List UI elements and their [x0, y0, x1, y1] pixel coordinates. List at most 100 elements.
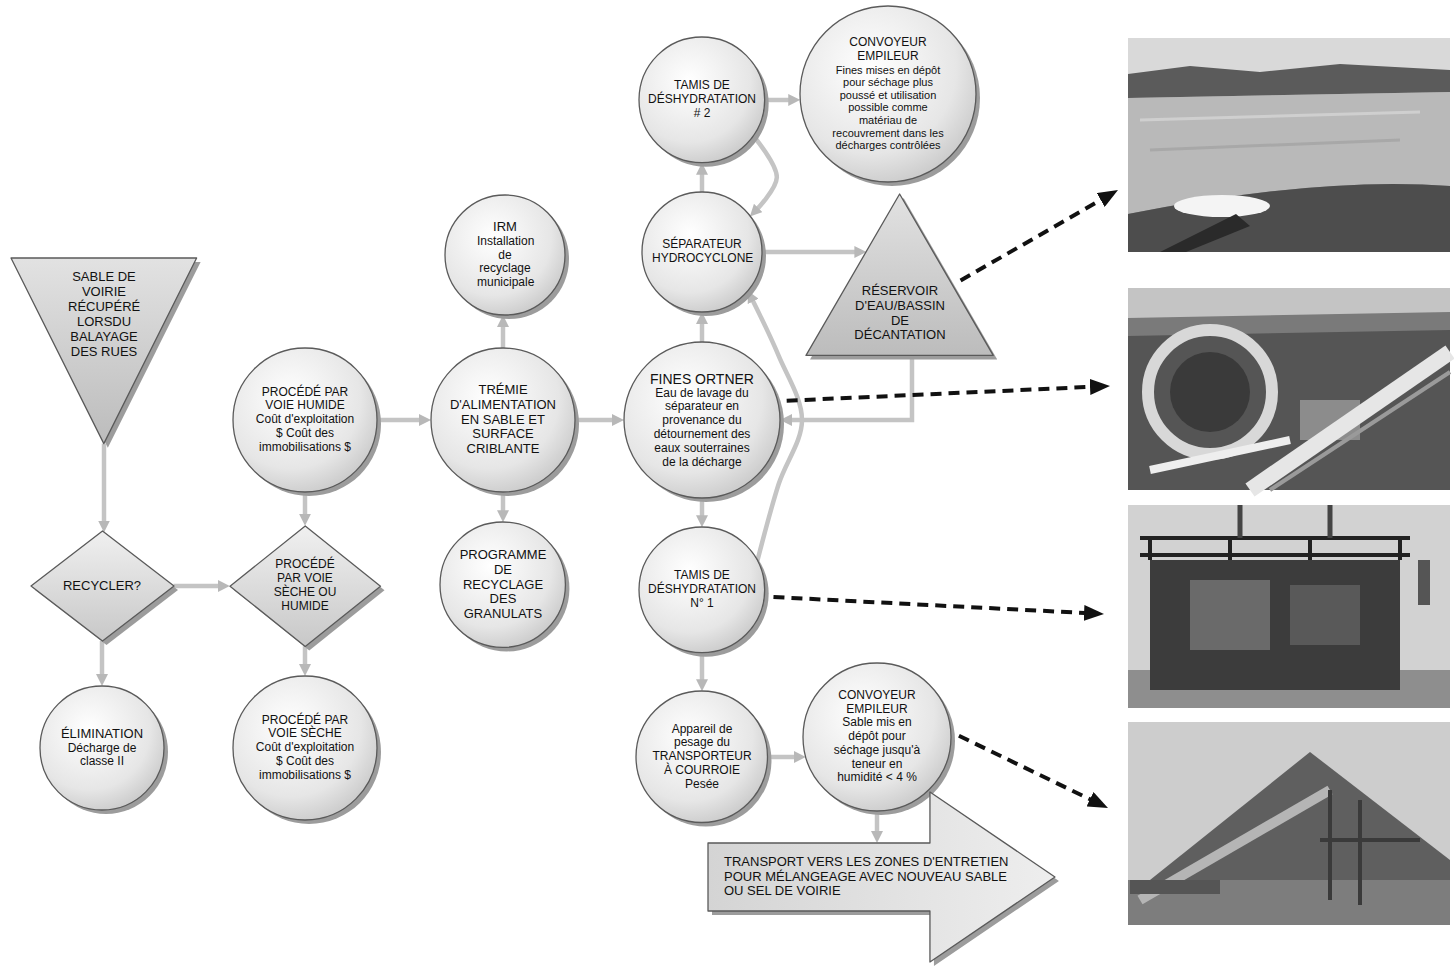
- process-circle: Appareil de pesage du TRANSPORTEUR À COU…: [636, 691, 767, 822]
- node-heading: PROCÉDÉ PAR VOIE SÈCHE: [255, 714, 355, 742]
- flow-arrow: [100, 641, 105, 678]
- process-circle: PROGRAMME DE RECYCLAGE DES GRANULATS: [440, 522, 565, 647]
- node-text: TRANSPORT VERS LES ZONES D'ENTRETIEN POU…: [724, 855, 1016, 900]
- node-label: TRÉMIE D'ALIMENTATION EN SABLE ET SURFAC…: [449, 383, 557, 458]
- photo-ripple: [1140, 112, 1420, 120]
- decision-diamond: RECYCLER?: [31, 531, 174, 641]
- shape-body: [803, 663, 951, 811]
- node-text: SABLE DE VOIRIE RÉCUPÉRÉ LORSDU BALAYAGE…: [68, 270, 140, 360]
- node-text: TAMIS DE DÉSHYDRATATION # 2: [648, 79, 756, 120]
- input-triangle: SABLE DE VOIRIE RÉCUPÉRÉ LORSDU BALAYAGE…: [11, 258, 197, 444]
- node-text: PROCÉDÉ PAR VOIE HUMIDECoût d'exploitati…: [255, 386, 355, 455]
- process-circle: CONVOYEUR EMPILEURFines mises en dépôt p…: [800, 6, 976, 182]
- node-text: Appareil de pesage du TRANSPORTEUR À COU…: [652, 723, 752, 792]
- node-heading: ÉLIMINATION: [60, 727, 144, 742]
- flow-arrow: [575, 418, 616, 423]
- photo-ground: [1128, 880, 1450, 925]
- leader-arrow: [773, 597, 1090, 613]
- node-label: Appareil de pesage du TRANSPORTEUR À COU…: [652, 723, 752, 792]
- node-label: SABLE DE VOIRIE RÉCUPÉRÉ LORSDU BALAYAGE…: [68, 270, 140, 360]
- photo-pipe: [1160, 214, 1250, 252]
- flow-arrow: [377, 418, 423, 423]
- shape-body: [233, 676, 377, 820]
- photo-screen-deck: [1190, 580, 1270, 650]
- photo-hopper: [1130, 880, 1220, 894]
- photo-railing: [1140, 538, 1410, 560]
- flow-arrow: [501, 323, 506, 348]
- flow-arrow: [788, 355, 912, 420]
- node-label: TRANSPORT VERS LES ZONES D'ENTRETIEN POU…: [724, 855, 1016, 900]
- flow-arrow: [700, 171, 705, 192]
- node-text: CONVOYEUR EMPILEURFines mises en dépôt p…: [832, 36, 944, 152]
- node-text: PROCÉDÉ PAR VOIE SÈCHECoût d'exploitatio…: [255, 714, 355, 783]
- node-text: RECYCLER?: [62, 579, 142, 594]
- process-circle: PROCÉDÉ PAR VOIE SÈCHECoût d'exploitatio…: [233, 676, 377, 820]
- process-circle: PROCÉDÉ PAR VOIE HUMIDECoût d'exploitati…: [233, 348, 377, 492]
- flow-arrow: [762, 250, 858, 255]
- flow-arrow: [174, 584, 222, 589]
- node-text: TRÉMIE D'ALIMENTATION EN SABLE ET SURFAC…: [449, 383, 557, 458]
- flow-arrow: [765, 98, 792, 103]
- flow-arrow: [768, 755, 798, 760]
- photo-settling-pond: [1128, 38, 1450, 252]
- shape-body: [624, 342, 780, 498]
- photo-screen: [1128, 505, 1450, 708]
- flow-arrow: [700, 653, 705, 683]
- shape-body: [11, 258, 197, 444]
- photo-worker: [1418, 560, 1430, 605]
- photo-ripple: [1150, 140, 1400, 150]
- process-circle: SÉPARATEUR HYDROCYCLONE: [642, 192, 762, 312]
- flow-arrow: [303, 646, 308, 668]
- node-text: PROGRAMME DE RECYCLAGE DES GRANULATS: [459, 548, 547, 623]
- node-heading: FINES ORTNER: [650, 371, 754, 387]
- leader-arrow: [959, 736, 1095, 802]
- shape-body: [639, 37, 765, 163]
- node-text: IRMInstallation de recyclage municipale: [477, 220, 533, 290]
- photo-horizon: [1128, 312, 1450, 336]
- process-circle: IRMInstallation de recyclage municipale: [445, 195, 565, 315]
- node-body: Coût d'exploitation $ Coût des immobilis…: [255, 413, 355, 454]
- photo-foam: [1174, 195, 1270, 217]
- shape-body: [233, 348, 377, 492]
- photo-wheel: [1148, 330, 1272, 454]
- flow-arrow: [753, 136, 776, 211]
- node-text: FINES ORTNEREau de lavage du séparateur …: [650, 371, 754, 470]
- photo-sky: [1128, 722, 1450, 925]
- process-circle: TAMIS DE DÉSHYDRATATION N° 1: [639, 527, 765, 653]
- node-heading: CONVOYEUR EMPILEUR: [833, 689, 921, 717]
- photo-bank: [1128, 184, 1450, 252]
- leader-arrow: [961, 197, 1106, 281]
- node-text: RÉSERVOIR D'EAU/BASSIN DE DÉCANTATION: [854, 284, 946, 344]
- shape-body: [708, 792, 1055, 962]
- node-text: TAMIS DE DÉSHYDRATATION N° 1: [648, 569, 756, 610]
- node-body: Eau de lavage du séparateur en provenanc…: [650, 387, 754, 470]
- output-arrow: TRANSPORT VERS LES ZONES D'ENTRETIEN POU…: [708, 792, 1055, 962]
- node-label: TAMIS DE DÉSHYDRATATION # 2: [648, 79, 756, 120]
- photo-machine: [1150, 560, 1400, 690]
- connector-group: [102, 100, 1106, 835]
- photo-separator: [1128, 288, 1450, 490]
- node-body: Fines mises en dépôt pour séchage plus p…: [832, 64, 944, 152]
- photo-sand-pile: [1150, 752, 1450, 880]
- node-label: PROCÉDÉ PAR VOIE SÈCHE OU HUMIDE: [273, 558, 337, 613]
- shape-body: [40, 686, 164, 810]
- process-circle: CONVOYEUR EMPILEURSable mis en dépôt pou…: [803, 663, 951, 811]
- node-body: Décharge de classe II: [60, 742, 144, 770]
- shape-body: [800, 6, 976, 182]
- photo-stockpile: [1128, 722, 1450, 925]
- process-circle: TRÉMIE D'ALIMENTATION EN SABLE ET SURFAC…: [431, 348, 575, 492]
- node-text: PROCÉDÉ PAR VOIE SÈCHE OU HUMIDE: [273, 558, 337, 613]
- node-text: ÉLIMINATIONDécharge de classe II: [60, 727, 144, 770]
- node-label: TAMIS DE DÉSHYDRATATION N° 1: [648, 569, 756, 610]
- shape-body: [445, 195, 565, 315]
- shape-body: [636, 691, 767, 822]
- photo-screen-deck: [1290, 585, 1360, 645]
- process-circle: ÉLIMINATIONDécharge de classe II: [40, 686, 164, 810]
- photo-frame: [1150, 440, 1290, 470]
- node-heading: IRM: [477, 220, 533, 235]
- photo-sky: [1128, 505, 1450, 708]
- shape-body: [639, 527, 765, 653]
- photo-frame: [1320, 790, 1420, 905]
- node-label: RÉSERVOIR D'EAU/BASSIN DE DÉCANTATION: [854, 284, 946, 344]
